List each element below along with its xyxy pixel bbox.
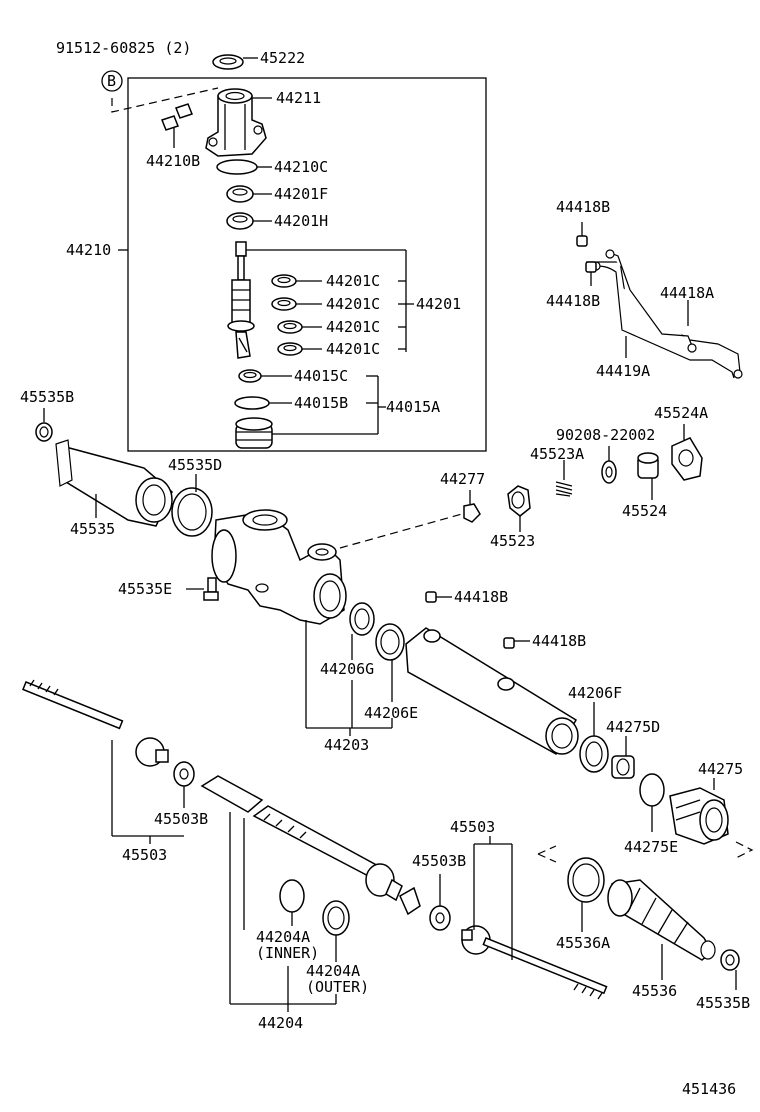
label-91512-60825: 91512-60825 (2)	[56, 39, 191, 57]
label-44418B-2: 44418B	[546, 292, 600, 310]
clamp-45535B-right	[720, 949, 740, 971]
label-44201C-4: 44201C	[326, 340, 380, 358]
label-44015C: 44015C	[294, 367, 348, 385]
clamp-45536A	[567, 857, 605, 903]
label-44201: 44201	[416, 295, 461, 313]
valve-assembly-group	[111, 77, 487, 452]
label-45523: 45523	[490, 532, 535, 550]
tie-rod-45503-right	[461, 925, 608, 1000]
o-ring-44275E	[639, 773, 665, 807]
label-inner-note: (INNER)	[256, 944, 319, 962]
label-44419A: 44419A	[596, 362, 650, 380]
label-90208-22002: 90208-22002	[556, 426, 655, 444]
badge-b-letter: B	[107, 72, 116, 90]
bolt-45535E	[203, 577, 219, 601]
label-45524A: 45524A	[654, 404, 708, 422]
rack-guide-cap-45524A	[671, 437, 703, 481]
label-44210: 44210	[66, 241, 111, 259]
claw-washer-45503B-right	[429, 905, 451, 931]
label-45503B-2: 45503B	[412, 852, 466, 870]
label-44204: 44204	[258, 1014, 303, 1032]
label-44418B-3: 44418B	[454, 588, 508, 606]
o-ring-44015B	[234, 396, 270, 410]
label-45503-1: 45503	[122, 846, 167, 864]
label-44201H: 44201H	[274, 212, 328, 230]
label-44201C-2: 44201C	[326, 295, 380, 313]
cylinder-tube	[405, 627, 579, 756]
label-45524: 45524	[622, 502, 667, 520]
label-44206G: 44206G	[320, 660, 374, 678]
label-45222: 45222	[260, 49, 305, 67]
spring-45523A	[555, 481, 573, 497]
label-44206F: 44206F	[568, 684, 622, 702]
label-45535: 45535	[70, 520, 115, 538]
label-44210B: 44210B	[146, 152, 200, 170]
label-44418B-4: 44418B	[532, 632, 586, 650]
label-44418B-1: 44418B	[556, 198, 610, 216]
union-bolt-44418B	[576, 222, 597, 286]
label-44277: 44277	[440, 470, 485, 488]
label-45535D: 45535D	[168, 456, 222, 474]
bushing-44275D	[611, 755, 635, 779]
label-44204A-inner: 44204A	[256, 928, 310, 946]
claw-washer-45503B	[173, 761, 195, 787]
label-44275E: 44275E	[624, 838, 678, 856]
label-44275: 44275	[698, 760, 743, 778]
bolt-44210B	[161, 103, 193, 148]
label-44201C-1: 44201C	[326, 272, 380, 290]
bushing-44204A-inner	[279, 879, 305, 913]
label-44275D: 44275D	[606, 718, 660, 736]
label-45535B-1: 45535B	[20, 388, 74, 406]
tie-rod-45503-left	[22, 679, 169, 767]
spring-cap-45523	[507, 485, 531, 517]
label-44418A: 44418A	[660, 284, 714, 302]
rack-guide-45524	[637, 452, 659, 479]
end-housing-44275	[669, 787, 729, 845]
label-44201C-3: 44201C	[326, 318, 380, 336]
label-45503-2: 45503	[450, 818, 495, 836]
union-bolt-44418B-3	[425, 591, 437, 603]
label-44015A: 44015A	[386, 398, 440, 416]
label-44211: 44211	[276, 89, 321, 107]
valve-housing-44211	[205, 88, 267, 157]
gear-housing	[211, 509, 347, 625]
reference-badge-b	[101, 70, 123, 92]
label-44210C: 44210C	[274, 158, 328, 176]
plug-44277	[463, 503, 481, 523]
boot-45535	[55, 439, 173, 527]
label-44203: 44203	[324, 736, 369, 754]
steering-rack-44204	[200, 775, 421, 916]
label-44201F: 44201F	[274, 185, 328, 203]
label-44015B: 44015B	[294, 394, 348, 412]
label-45523A: 45523A	[530, 445, 584, 463]
assembly-frame-44210	[127, 77, 487, 452]
clamp-45535D	[171, 487, 213, 537]
label-45503B-1: 45503B	[154, 810, 208, 828]
label-44206E: 44206E	[364, 704, 418, 722]
figure-number: 451436	[682, 1080, 736, 1098]
boot-45536	[607, 879, 716, 961]
label-44204A-outer: 44204A	[306, 962, 360, 980]
label-45535B-2: 45535B	[696, 994, 750, 1012]
clamp-45535B	[35, 422, 53, 442]
label-45535E: 45535E	[118, 580, 172, 598]
label-outer-note: (OUTER)	[306, 978, 369, 996]
label-45536A: 45536A	[556, 934, 610, 952]
o-ring-44210C	[216, 159, 258, 175]
label-45536: 45536	[632, 982, 677, 1000]
bellows-44015A	[235, 417, 273, 449]
pressure-pipes	[586, 249, 743, 379]
control-valve-shaft	[227, 241, 255, 359]
union-bolt-44418B-4	[503, 637, 515, 649]
